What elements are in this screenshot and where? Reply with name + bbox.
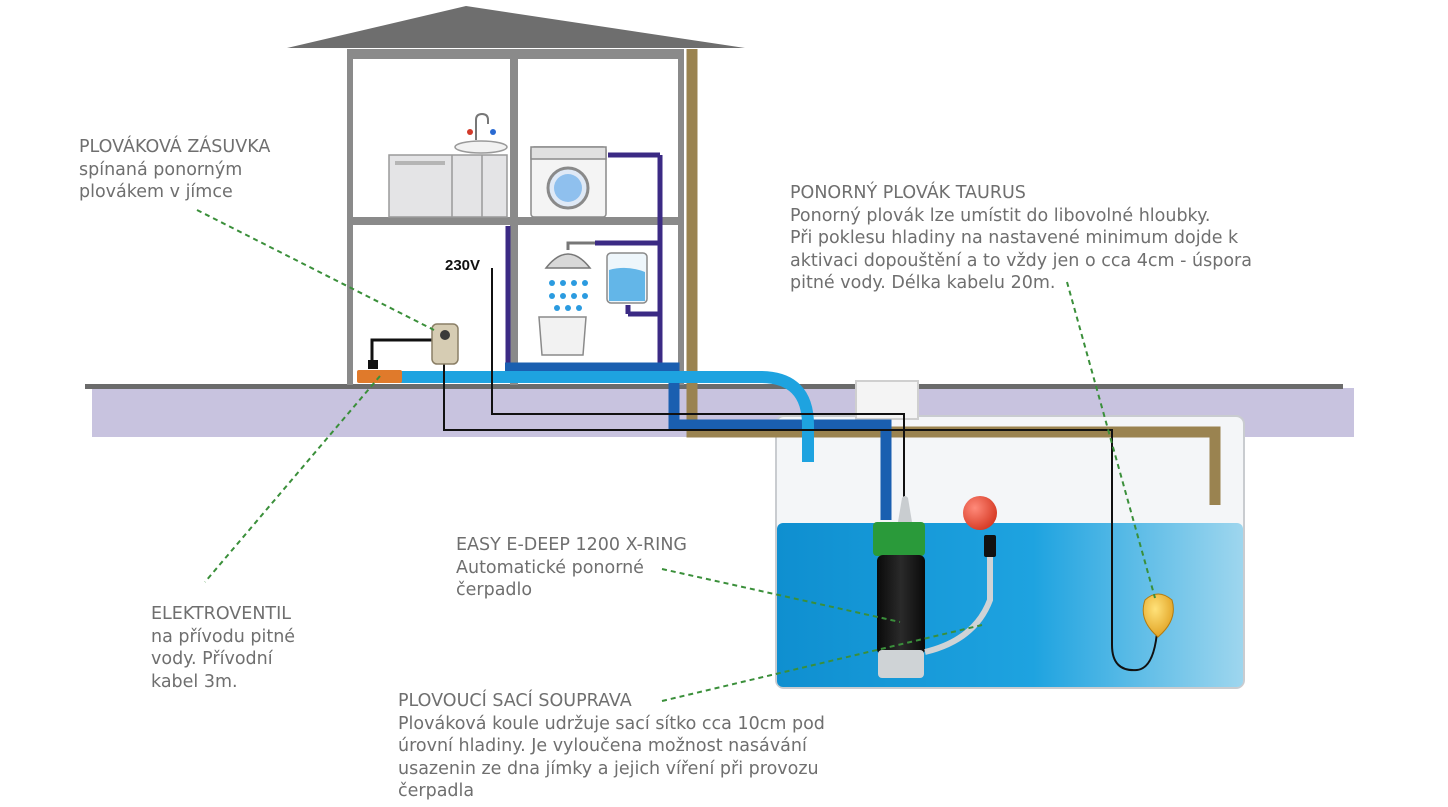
float-socket-dial <box>440 330 450 340</box>
ground-surface-line <box>85 384 1343 389</box>
label-pump: EASY E-DEEP 1200 X-RING Automatické pono… <box>456 534 687 602</box>
tank-lid <box>855 380 919 420</box>
socket-cable <box>370 338 433 365</box>
label-level-float-body: Ponorný plovák lze umístit do libovolné … <box>790 205 1252 294</box>
leader-pump <box>661 568 901 623</box>
gutter-pipe <box>686 49 1221 505</box>
float-socket-plug <box>368 360 378 369</box>
house-roof <box>287 6 745 48</box>
submersible-pump <box>873 496 925 678</box>
label-level-float-title: PONORNÝ PLOVÁK TAURUS <box>790 183 1026 203</box>
label-pump-title: EASY E-DEEP 1200 X-RING <box>456 535 687 555</box>
kitchen-cabinets <box>388 154 508 218</box>
room-bottom-right <box>520 227 676 383</box>
label-float-socket-body: spínaná ponorným plovákem v jímce <box>79 159 243 203</box>
label-suction-set-body: Plováková koule udržuje sací sítko cca 1… <box>398 713 825 802</box>
power-cable <box>491 268 905 520</box>
label-suction-set-title: PLOVOUCÍ SACÍ SOUPRAVA <box>398 691 632 711</box>
washing-machine-icon <box>530 146 607 218</box>
label-solenoid-valve-title: ELEKTROVENTIL <box>151 604 292 624</box>
label-float-socket: PLOVÁKOVÁ ZÁSUVKA spínaná ponorným plová… <box>79 136 270 204</box>
water-heater-icon <box>606 252 648 304</box>
leader-lines <box>196 209 1156 702</box>
float-socket-device <box>431 323 459 365</box>
level-float <box>1142 593 1174 638</box>
label-suction-set: PLOVOUCÍ SACÍ SOUPRAVA Plováková koule u… <box>398 690 825 803</box>
label-solenoid-valve: ELEKTROVENTIL na přívodu pitné vody. Pří… <box>151 603 295 693</box>
sink-with-tap-icon <box>454 112 508 154</box>
leader-solenoid-valve <box>204 375 381 583</box>
voltage-label: 230V <box>445 257 481 274</box>
house-floor <box>347 217 684 225</box>
label-solenoid-valve-body: na přívodu pitné vody. Přívodní kabel 3m… <box>151 626 296 692</box>
supply-pipe-purple <box>505 152 663 370</box>
leader-level-float <box>1066 281 1156 599</box>
floating-suction-set <box>924 496 997 655</box>
label-float-socket-title: PLOVÁKOVÁ ZÁSUVKA <box>79 137 271 157</box>
valve-cable <box>443 352 1159 672</box>
refill-pipe <box>360 371 814 462</box>
label-level-float: PONORNÝ PLOVÁK TAURUS Ponorný plovák lze… <box>790 182 1252 295</box>
leader-suction-set <box>661 624 983 702</box>
label-pump-body: Automatické ponorné čerpadlo <box>456 557 644 601</box>
pump-outlet-pipe <box>505 362 892 520</box>
shower-icon <box>538 241 595 356</box>
house-top <box>347 49 684 59</box>
